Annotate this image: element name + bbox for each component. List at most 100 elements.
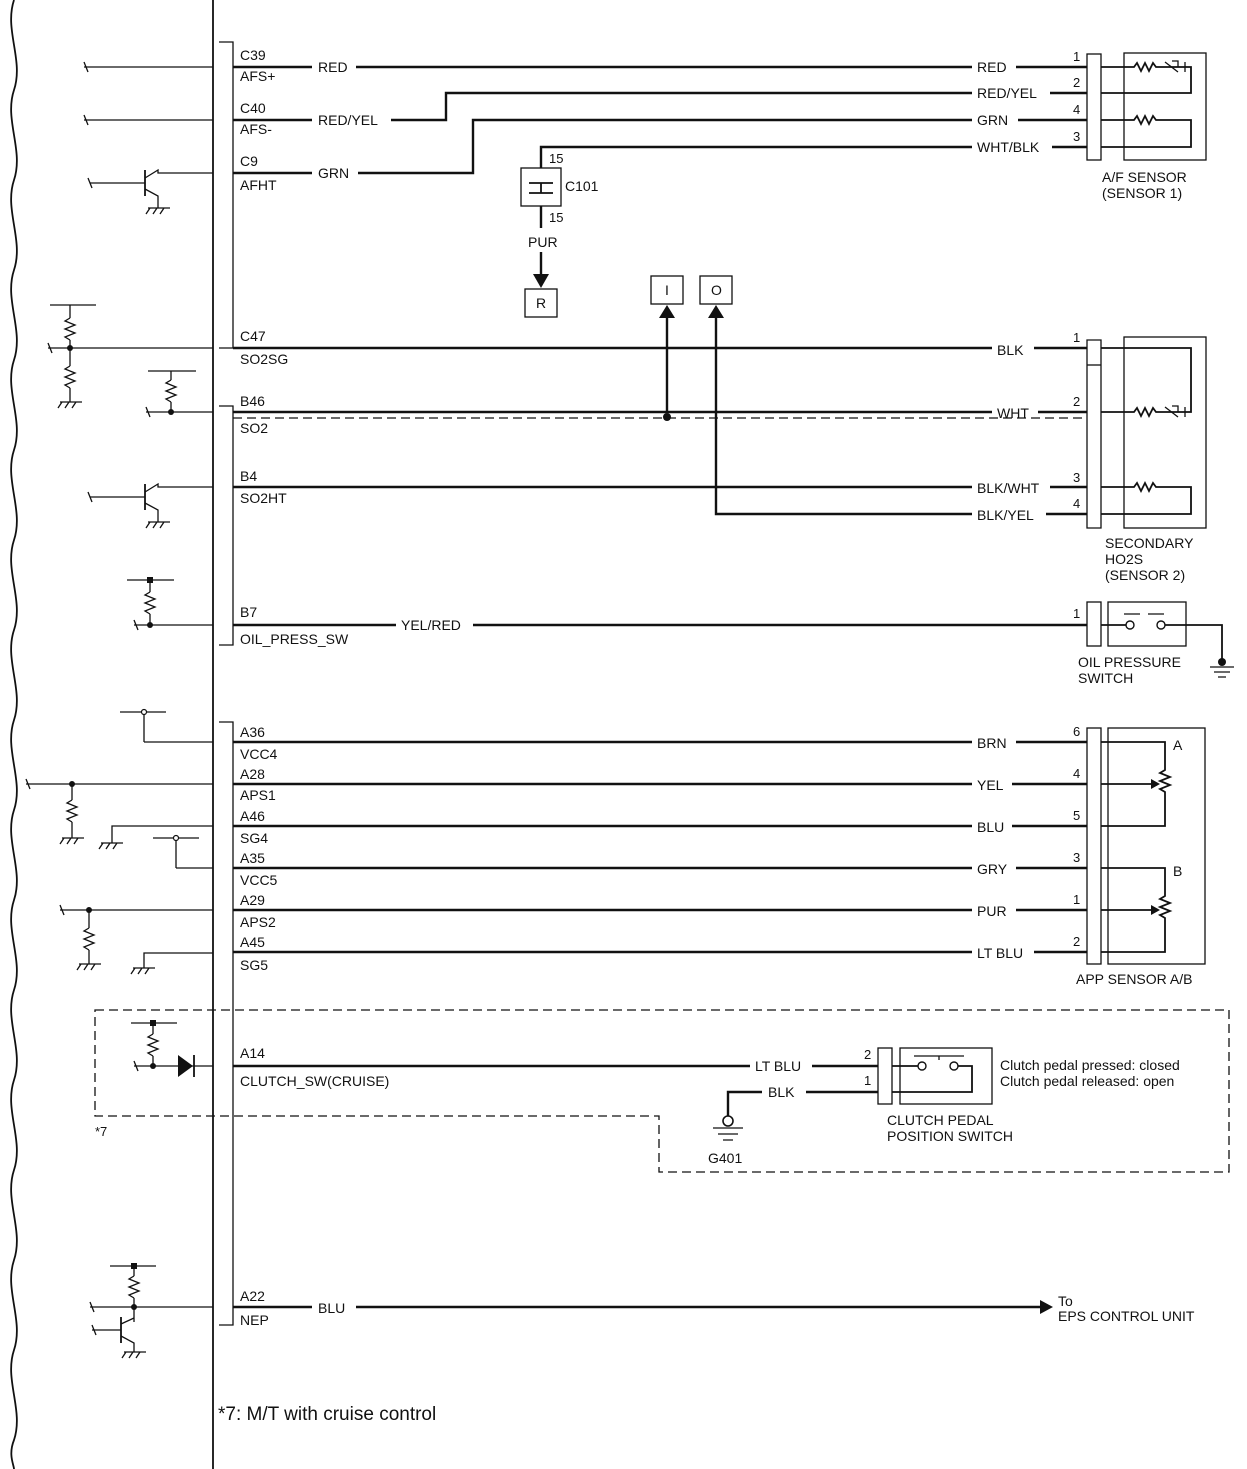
pin-afht: AFHT <box>240 177 277 193</box>
wire-redyel-right: RED/YEL <box>977 85 1037 101</box>
wire-redyel-left: RED/YEL <box>318 112 378 128</box>
wire-blu-nep: BLU <box>318 1300 345 1316</box>
pin-a22: A22 <box>240 1288 265 1304</box>
wire-red-left: RED <box>318 59 348 75</box>
oil-pressure-switch: 1 OIL PRESSURE SWITCH <box>1073 601 1234 686</box>
pin-a36: A36 <box>240 724 265 740</box>
af-sensor-label-2: (SENSOR 1) <box>1102 185 1182 201</box>
wire-grn-right: GRN <box>977 112 1008 128</box>
pin-sg4: SG4 <box>240 830 268 846</box>
app-sensor-b: B <box>1173 863 1182 879</box>
pin-so2: SO2 <box>240 420 268 436</box>
pin-so2ht: SO2HT <box>240 490 287 506</box>
af-sensor-label: A/F SENSOR <box>1102 169 1187 185</box>
pin-aps2: APS2 <box>240 914 276 930</box>
pin-b4: B4 <box>240 468 257 484</box>
pin-c47: C47 <box>240 328 266 344</box>
pin-so2sg: SO2SG <box>240 351 288 367</box>
ecm-pin-labels: C39 AFS+ C40 AFS- C9 AFHT C47 SO2SG B46 … <box>240 47 389 1328</box>
oil-pin-1: 1 <box>1073 606 1080 621</box>
note-mark: *7 <box>95 1124 107 1139</box>
af-pin-1: 1 <box>1073 49 1080 64</box>
c101-pin-bottom: 15 <box>549 210 563 225</box>
wire-yelred: YEL/RED <box>401 617 461 633</box>
af-pin-3: 3 <box>1073 129 1080 144</box>
wire-whtblk: WHT/BLK <box>977 139 1040 155</box>
pin-c40: C40 <box>240 100 266 116</box>
wire-gry: GRY <box>977 861 1008 877</box>
app-pin-6: 6 <box>1073 724 1080 739</box>
wire-color-labels: RED RED RED/YEL RED/YEL GRN GRN WHT/BLK … <box>318 59 1040 1316</box>
ho2s-pin-4: 4 <box>1073 496 1080 511</box>
app-pin-1: 1 <box>1073 892 1080 907</box>
ho2s-label-2: HO2S <box>1105 551 1143 567</box>
pin-a29: A29 <box>240 892 265 908</box>
pin-a45: A45 <box>240 934 265 950</box>
ecm-block <box>10 0 214 1469</box>
clutch-option-box: *7 <box>94 1009 1230 1173</box>
app-pin-4: 4 <box>1073 766 1080 781</box>
af-pin-4: 4 <box>1073 102 1080 117</box>
clutch-pin-1: 1 <box>864 1073 871 1088</box>
pin-aps1: APS1 <box>240 787 276 803</box>
oil-switch-label: OIL PRESSURE <box>1078 654 1181 670</box>
app-sensor-a: A <box>1173 737 1183 753</box>
app-sensor: 6 4 5 3 1 2 A B APP SENSOR A/B <box>1073 724 1206 987</box>
wire-wht-so2: WHT <box>997 405 1029 421</box>
af-pin-2: 2 <box>1073 75 1080 90</box>
app-pin-2: 2 <box>1073 934 1080 949</box>
ref-o: O <box>711 282 722 298</box>
app-pin-5: 5 <box>1073 808 1080 823</box>
ho2s-pin-1: 1 <box>1073 330 1080 345</box>
pin-nep: NEP <box>240 1312 269 1328</box>
c101-connector: 15 C101 15 R <box>520 151 599 318</box>
clutch-pedal-switch: 2 1 Clutch pedal pressed: closed Clutch … <box>708 1047 1180 1166</box>
pin-a35: A35 <box>240 850 265 866</box>
ecm-internal-circuits <box>25 61 213 1359</box>
wire-yel: YEL <box>977 777 1004 793</box>
clutch-switch-label: CLUTCH PEDAL <box>887 1112 994 1128</box>
ho2s-label-3: (SENSOR 2) <box>1105 567 1185 583</box>
eps-to: To <box>1058 1293 1073 1309</box>
wire-blk-clutch: BLK <box>768 1084 795 1100</box>
c101-pin-top: 15 <box>549 151 563 166</box>
wire-pur-c101: PUR <box>528 234 558 250</box>
oil-switch-label-2: SWITCH <box>1078 670 1133 686</box>
c101-label: C101 <box>565 178 599 194</box>
wire-pur-aps2: PUR <box>977 903 1007 919</box>
clutch-pin-2: 2 <box>864 1047 871 1062</box>
footnote: *7: M/T with cruise control <box>218 1404 436 1425</box>
wire-ltblu-sg5: LT BLU <box>977 945 1023 961</box>
pin-sg5: SG5 <box>240 957 268 973</box>
pin-b46: B46 <box>240 393 265 409</box>
eps-destination: To EPS CONTROL UNIT <box>1058 1293 1195 1324</box>
ho2s-pin-3: 3 <box>1073 470 1080 485</box>
af-sensor: 1 2 4 3 A/F SENSOR (SENSOR 1) <box>1073 49 1207 201</box>
pin-c39: C39 <box>240 47 266 63</box>
clutch-note-1: Clutch pedal pressed: closed <box>1000 1057 1180 1073</box>
harness-wires <box>233 65 1087 1314</box>
ho2s-label: SECONDARY <box>1105 535 1194 551</box>
pin-oil-press-sw: OIL_PRESS_SW <box>240 631 349 647</box>
wire-brn: BRN <box>977 735 1007 751</box>
secondary-ho2s: 1 2 3 4 SECONDARY HO2S (SENSOR 2) <box>1073 330 1207 583</box>
wire-grn-left: GRN <box>318 165 349 181</box>
pin-vcc5: VCC5 <box>240 872 278 888</box>
pin-afs-plus: AFS+ <box>240 68 275 84</box>
clutch-note-2: Clutch pedal released: open <box>1000 1073 1174 1089</box>
ref-r: R <box>536 295 546 311</box>
pin-vcc4: VCC4 <box>240 746 278 762</box>
wire-ltblu-clutch: LT BLU <box>755 1058 801 1074</box>
pin-clutch-sw: CLUTCH_SW(CRUISE) <box>240 1073 389 1089</box>
app-sensor-label: APP SENSOR A/B <box>1076 971 1192 987</box>
pin-a28: A28 <box>240 766 265 782</box>
g401-label: G401 <box>708 1150 742 1166</box>
pin-afs-minus: AFS- <box>240 121 272 137</box>
ecm-connectors <box>219 41 234 1326</box>
ref-i: I <box>665 282 669 298</box>
ho2s-pin-2: 2 <box>1073 394 1080 409</box>
pin-b7: B7 <box>240 604 257 620</box>
ref-io: I O <box>650 275 733 318</box>
pin-c9: C9 <box>240 153 258 169</box>
